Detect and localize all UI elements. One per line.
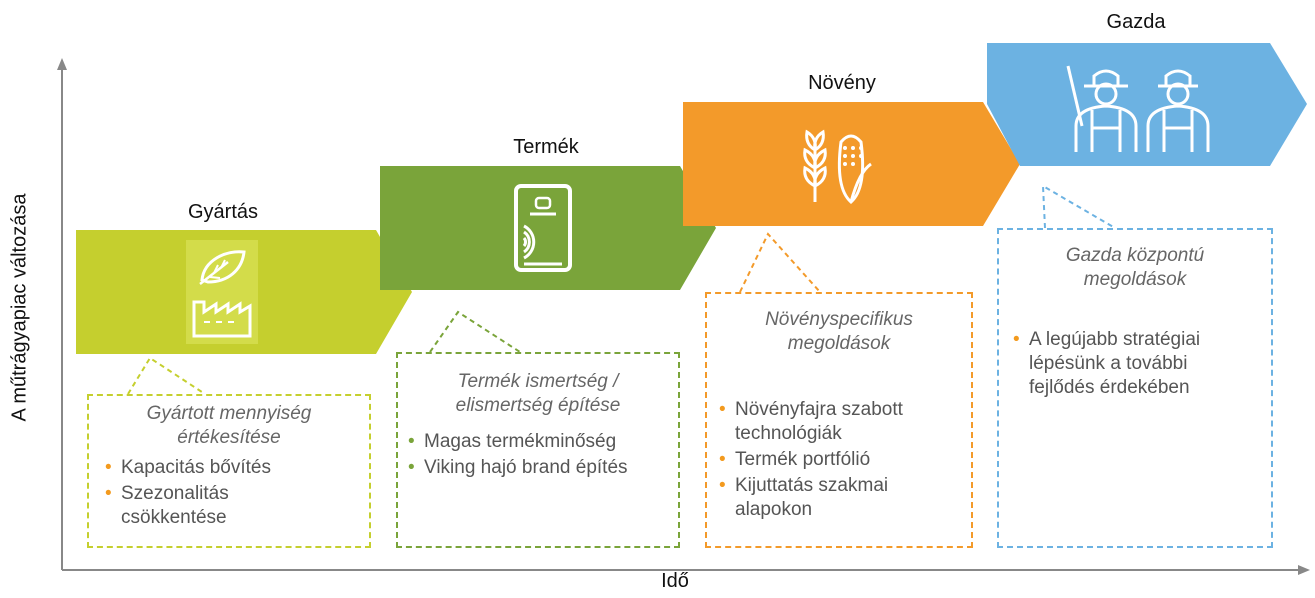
leaf-factory-icon	[186, 240, 258, 349]
bullet-list-gyartas: •Kapacitás bővítés •Szezonalitás csökken…	[103, 456, 369, 530]
list-item: •Termék portfólió	[719, 449, 871, 470]
y-axis-title: A műtrágyapiac változása	[8, 193, 31, 422]
list-item: •Magas termékminőség	[408, 431, 617, 452]
x-axis-title: Idő	[661, 570, 689, 592]
stage-title-gazda: Gazda	[1106, 11, 1166, 33]
stage-title-noveny: Növény	[808, 72, 876, 94]
callout-box-gyartas: Gyártott mennyiség értékesítése •Kapacit…	[87, 394, 371, 548]
stage-arrow-termek	[380, 166, 716, 290]
callout-pointer-gazda	[1041, 184, 1116, 229]
callout-box-noveny: Növényspecifikus megoldások •Növényfajra…	[705, 292, 973, 548]
wheat-corn-icon	[795, 122, 879, 211]
stage-arrow-gazda	[987, 43, 1307, 166]
stage-title-termek: Termék	[513, 136, 579, 158]
callout-pointer-termek	[429, 310, 521, 353]
callout-title-termek: Termék ismertség / elismertség építése	[455, 371, 621, 416]
callout-box-gazda: Gazda központú megoldások •A legújabb st…	[997, 228, 1273, 548]
list-item: •A legújabb stratégiai lépésünk a tovább…	[1013, 329, 1201, 398]
list-item: •Kapacitás bővítés	[105, 457, 271, 478]
list-item: •Szezonalitás csökkentése	[105, 483, 229, 528]
list-item: •Viking hajó brand építés	[408, 457, 628, 478]
fertilizer-bag-icon	[510, 180, 576, 281]
callout-pointer-gyartas	[127, 356, 206, 395]
list-item: •Növényfajra szabott technológiák	[719, 399, 903, 444]
callout-title-gazda: Gazda központú megoldások	[1065, 245, 1205, 290]
farmers-icon	[1066, 60, 1226, 159]
bullet-list-gazda: •A legújabb stratégiai lépésünk a tovább…	[1011, 328, 1251, 400]
list-item: •Kijuttatás szakmai alapokon	[719, 475, 889, 520]
x-axis-arrowhead	[1298, 565, 1310, 575]
callout-pointer-noveny	[739, 232, 821, 293]
callout-title-noveny: Növényspecifikus megoldások	[765, 309, 913, 354]
stage-title-gyartas: Gyártás	[187, 201, 259, 223]
bullet-list-termek: •Magas termékminőség •Viking hajó brand …	[406, 430, 678, 480]
bullet-list-noveny: •Növényfajra szabott technológiák •Termé…	[717, 398, 957, 522]
callout-title-gyartas: Gyártott mennyiség értékesítése	[146, 403, 312, 448]
callout-box-termek: Termék ismertség / elismertség építése •…	[396, 352, 680, 548]
y-axis-arrowhead	[57, 58, 67, 70]
